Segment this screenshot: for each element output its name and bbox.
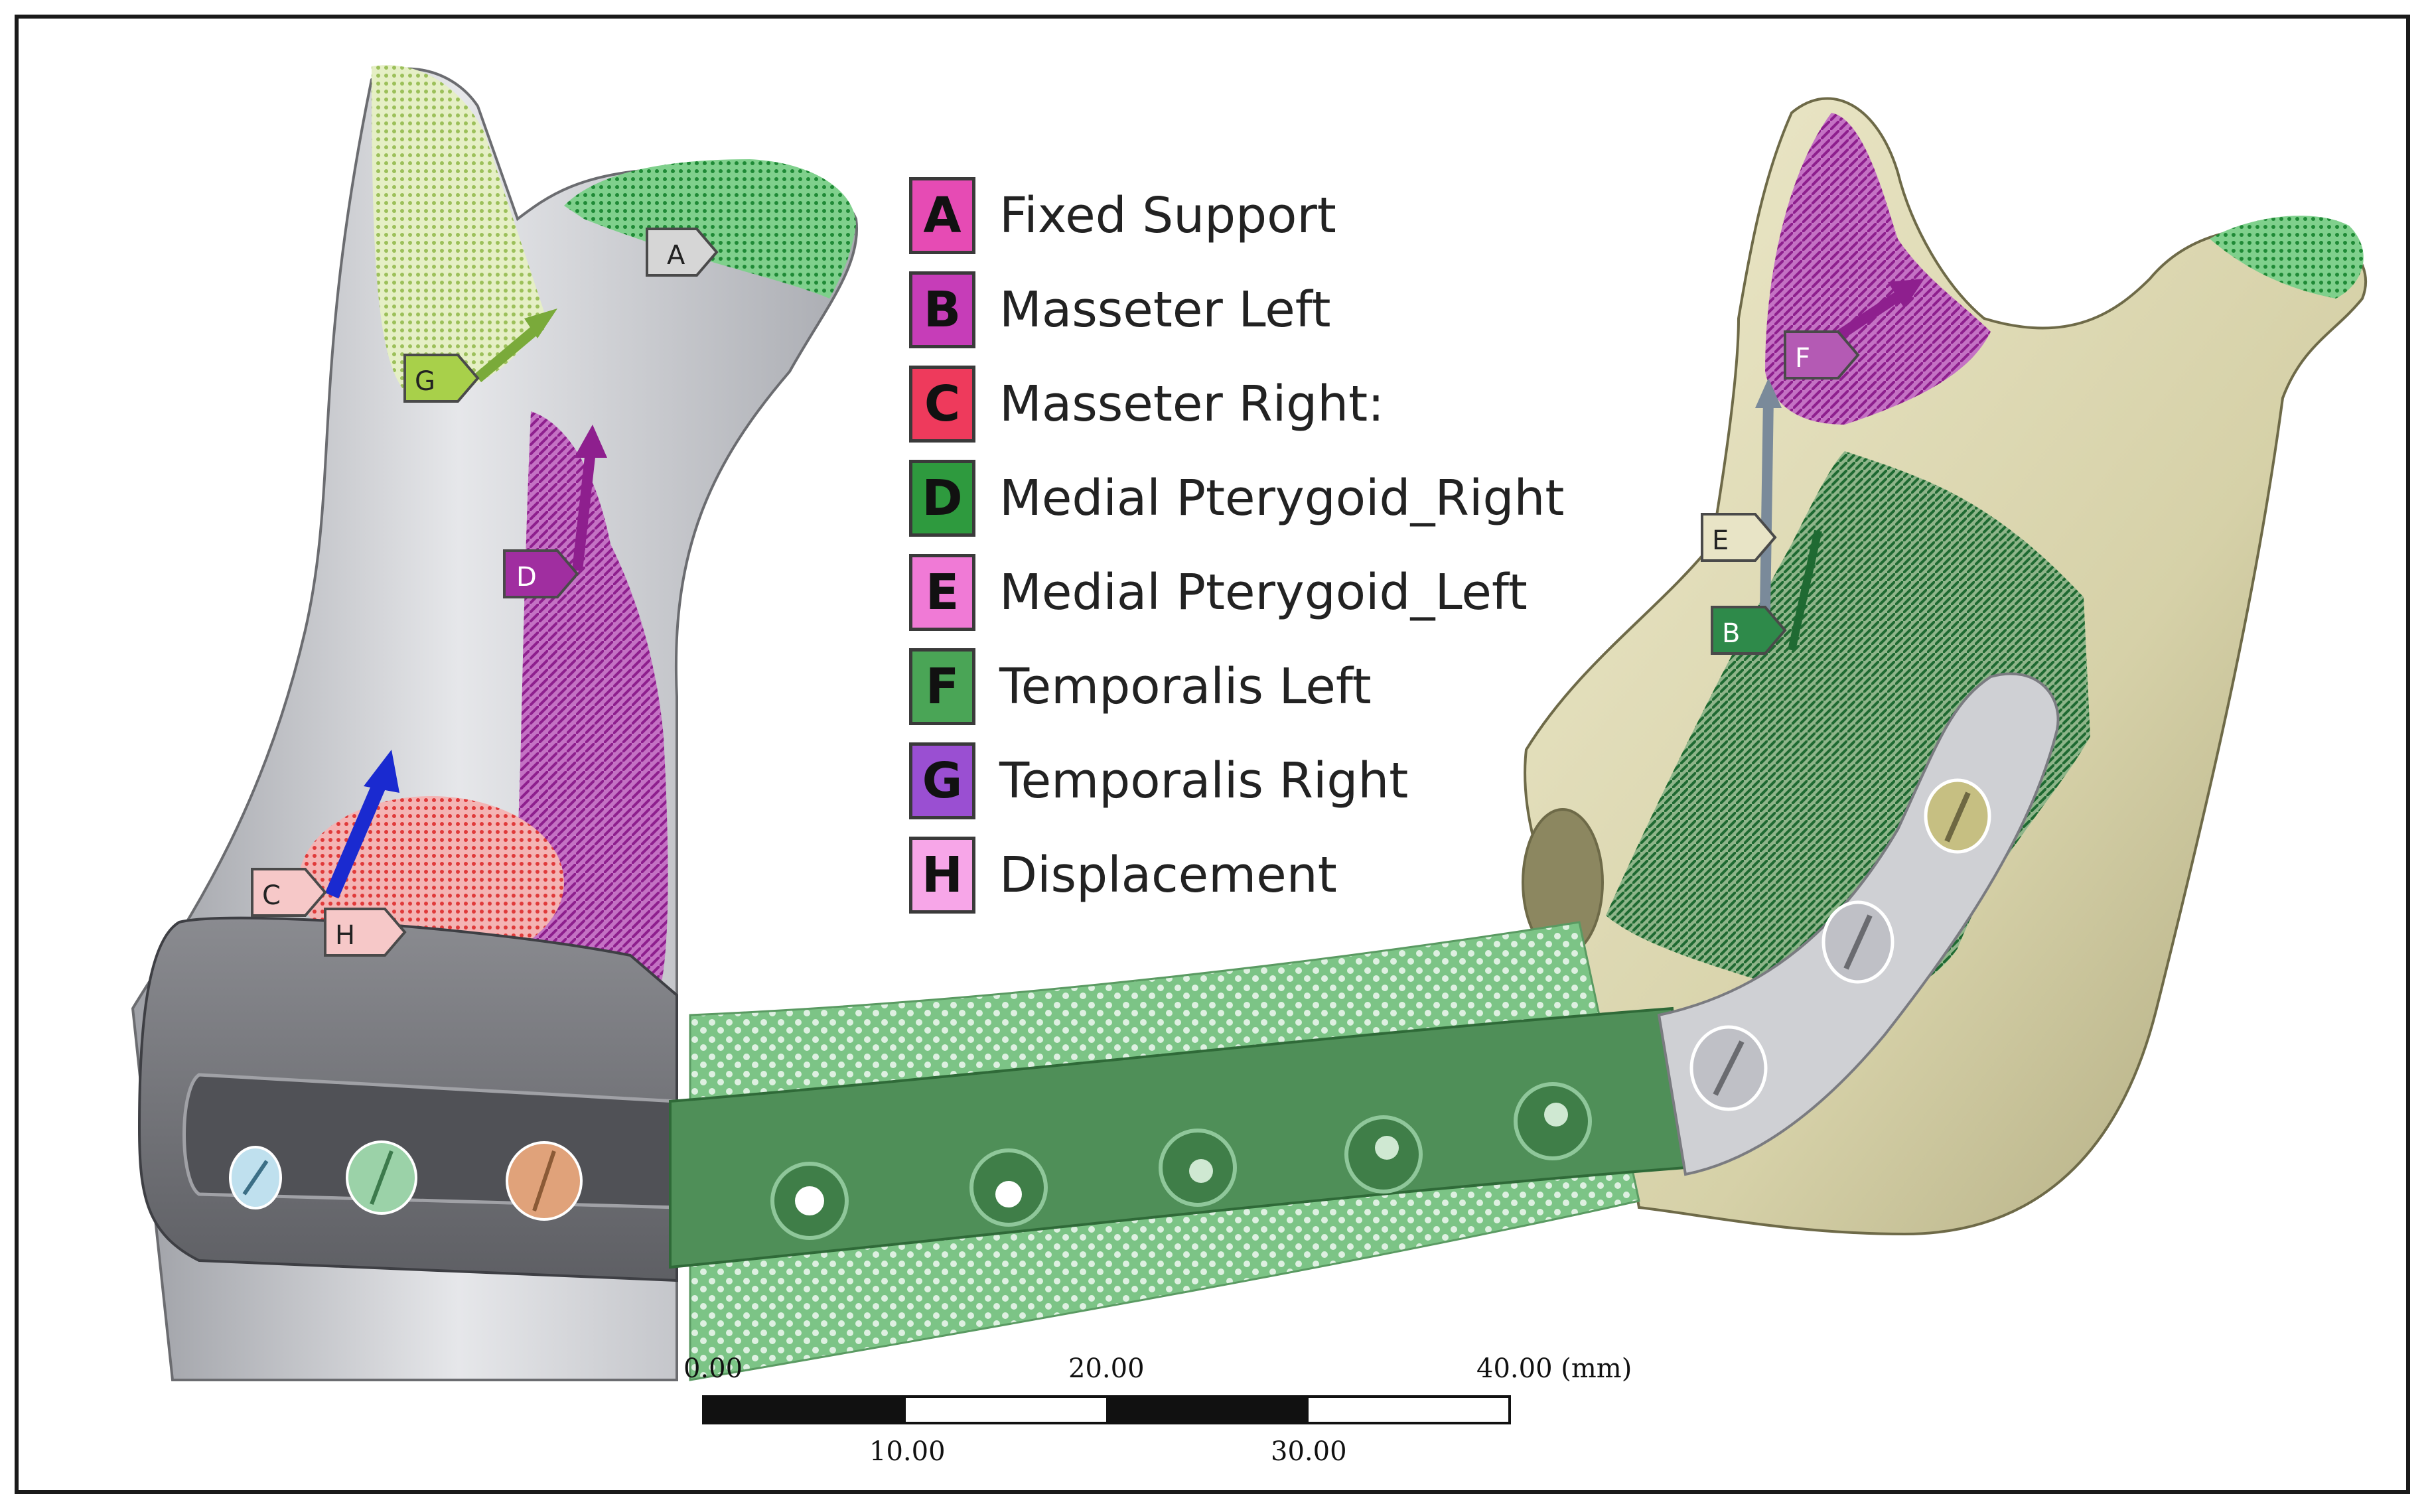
legend-badge-b: B: [909, 271, 975, 348]
legend-badge-e: E: [909, 554, 975, 631]
fixed-support-region: [564, 159, 856, 299]
scale-bar: [702, 1395, 1511, 1424]
svg-text:B: B: [1722, 618, 1740, 649]
legend-item-c: C Masseter Right:: [909, 364, 1384, 444]
svg-text:F: F: [1795, 343, 1810, 374]
legend-badge-a: A: [909, 177, 975, 254]
temporalis-right-region: [372, 65, 544, 398]
legend-label-g: Temporalis Right: [999, 752, 1409, 809]
fixed-support-left-region: [2210, 216, 2364, 299]
marker-h: H: [324, 908, 407, 957]
legend-item-e: E Medial Pterygoid_Left: [909, 553, 1528, 632]
scale-label-10: 10.00: [869, 1436, 946, 1467]
legend-item-a: A Fixed Support: [909, 176, 1336, 255]
svg-text:G: G: [415, 366, 435, 397]
legend-item-f: F Temporalis Left: [909, 647, 1372, 726]
legend-label-e: Medial Pterygoid_Left: [999, 564, 1528, 621]
marker-g: G: [403, 354, 480, 403]
legend-label-h: Displacement: [999, 847, 1337, 904]
legend-label-a: Fixed Support: [999, 187, 1336, 244]
legend-badge-g: G: [909, 742, 975, 819]
marker-e: E: [1701, 513, 1777, 562]
marker-b: B: [1711, 606, 1787, 655]
legend-label-d: Medial Pterygoid_Right: [999, 470, 1565, 527]
legend-label-b: Masseter Left: [999, 281, 1331, 338]
svg-text:C: C: [262, 880, 281, 911]
legend-badge-h: H: [909, 837, 975, 914]
marker-d: D: [503, 549, 579, 598]
svg-text:A: A: [667, 240, 685, 271]
legend-badge-c: C: [909, 366, 975, 443]
scale-label-0: 0.00: [683, 1353, 743, 1384]
marker-c: C: [251, 868, 327, 917]
legend-item-g: G Temporalis Right: [909, 741, 1408, 821]
marker-a: A: [646, 228, 719, 277]
legend-badge-d: D: [909, 460, 975, 537]
legend-badge-f: F: [909, 648, 975, 725]
load-markers: A G D C H F E B: [251, 228, 1860, 957]
scale-label-20: 20.00: [1068, 1353, 1145, 1384]
screws: [229, 778, 1991, 1240]
legend-item-h: H Displacement: [909, 835, 1337, 915]
scale-label-40: 40.00 (mm): [1476, 1353, 1632, 1384]
legend-label-f: Temporalis Left: [999, 658, 1372, 715]
svg-text:D: D: [516, 562, 537, 592]
legend-item-d: D Medial Pterygoid_Right: [909, 458, 1564, 538]
legend-label-c: Masseter Right:: [999, 376, 1385, 433]
marker-f: F: [1784, 330, 1860, 379]
legend-item-b: B Masseter Left: [909, 270, 1331, 350]
svg-text:E: E: [1712, 525, 1729, 556]
svg-text:H: H: [335, 920, 355, 951]
scale-label-30: 30.00: [1271, 1436, 1347, 1467]
